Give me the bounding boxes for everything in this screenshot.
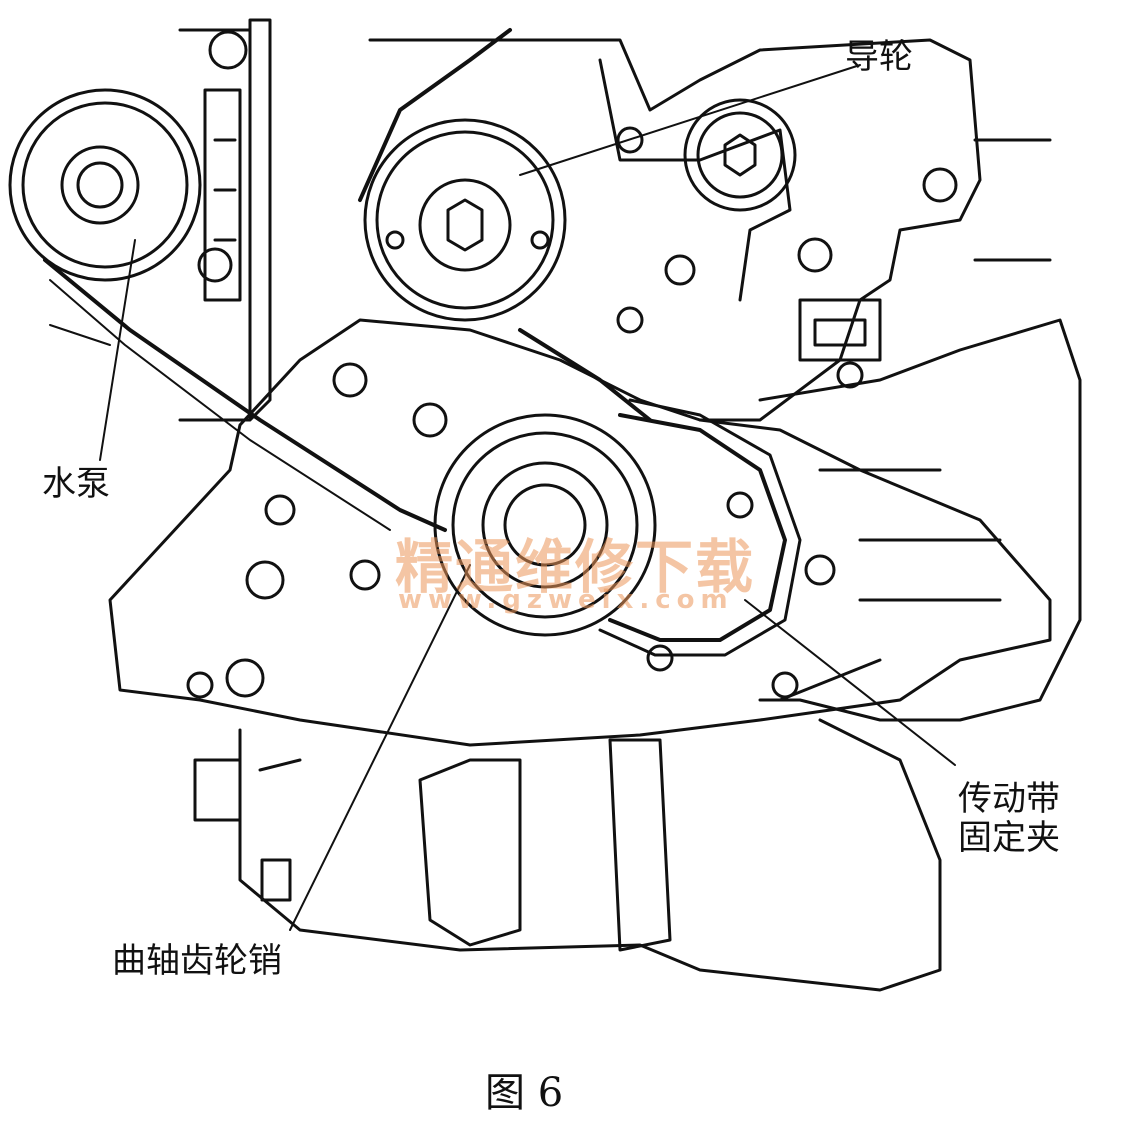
label-crank-pin: 曲轴齿轮销 xyxy=(112,941,282,981)
head-housing xyxy=(368,38,982,422)
idler-pulley xyxy=(363,118,567,322)
leader-water-pump xyxy=(99,239,136,461)
label-idler-pulley: 导轮 xyxy=(845,37,913,77)
leader-crank-pin xyxy=(289,564,471,931)
tensioner-pulley xyxy=(683,98,797,212)
watermark-url: www.gzweix.com xyxy=(398,585,734,615)
timing-belt-left-inner xyxy=(49,279,391,531)
label-belt-clip-line1: 传动带 xyxy=(958,779,1060,819)
leader-belt-clip xyxy=(744,599,956,766)
oil-pan-outline xyxy=(238,718,942,992)
hand xyxy=(758,318,1082,722)
hand-fingers xyxy=(778,468,1002,702)
bolts xyxy=(186,30,958,699)
oil-pan-side xyxy=(608,738,672,952)
cover-ribs xyxy=(203,88,242,302)
label-belt-clip: 传动带 固定夹 xyxy=(958,779,1060,859)
watermark-text: 精通维修下载 xyxy=(395,533,756,601)
belt-retaining-clip xyxy=(598,398,802,657)
bracket xyxy=(798,298,882,362)
timing-belt-left xyxy=(43,258,447,532)
label-belt-clip-line2: 固定夹 xyxy=(958,818,1060,859)
timing-belt-right xyxy=(518,328,652,422)
engine-block-outline xyxy=(108,318,1052,747)
right-edge-lines xyxy=(973,138,1052,262)
leader-idler xyxy=(519,64,861,176)
sensor xyxy=(193,758,302,902)
figure-caption: 图 6 xyxy=(485,1070,564,1116)
water-pump-pulley xyxy=(8,88,202,282)
label-water-pump: 水泵 xyxy=(42,464,110,504)
timing-belt-top xyxy=(358,28,512,202)
timing-cover-left xyxy=(178,18,272,422)
leader-left-arrow xyxy=(49,324,111,346)
oil-pan-inner xyxy=(418,758,522,947)
head-housing-inner xyxy=(598,58,792,302)
